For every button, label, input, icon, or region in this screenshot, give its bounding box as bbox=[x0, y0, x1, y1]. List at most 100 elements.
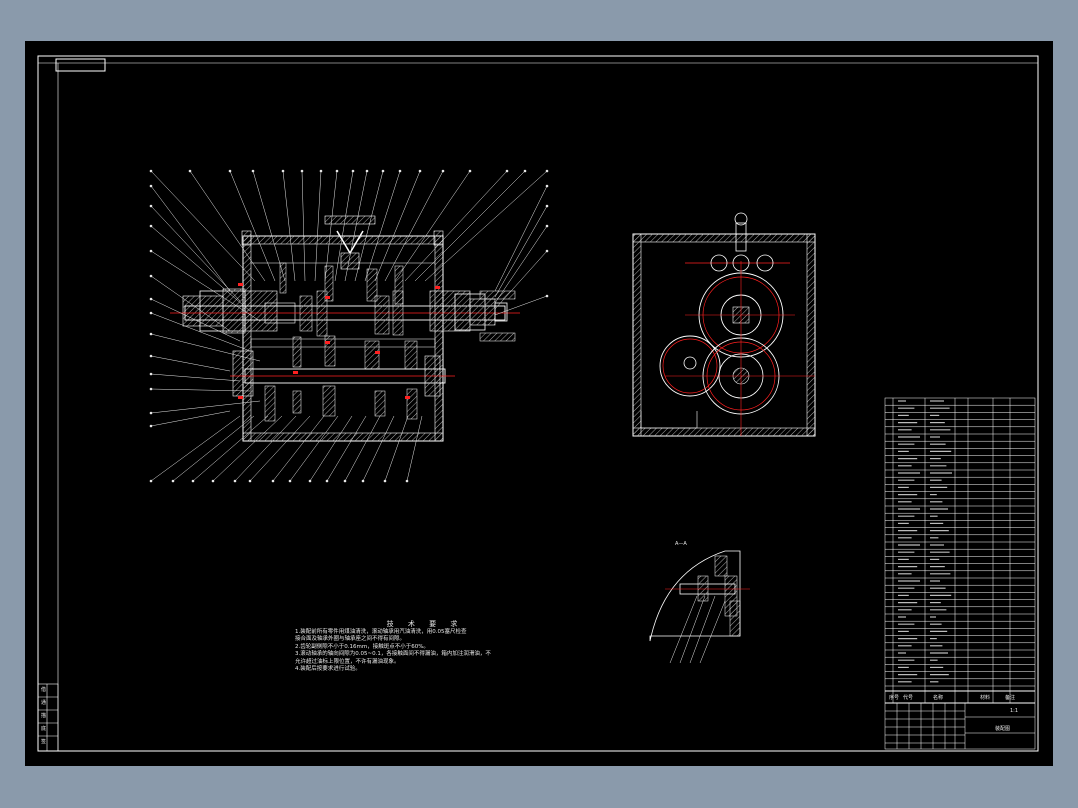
leader-dot bbox=[545, 204, 549, 208]
leader-line bbox=[374, 170, 421, 282]
leader-dot bbox=[545, 169, 549, 173]
strip-label: 通 bbox=[41, 700, 47, 706]
leader-dot bbox=[418, 169, 422, 173]
leader-line bbox=[150, 185, 231, 292]
leader-dot bbox=[251, 169, 255, 173]
leader-dot bbox=[149, 372, 153, 376]
leader-line bbox=[289, 415, 339, 482]
strip-label: 借 bbox=[41, 687, 47, 693]
leader-line bbox=[354, 170, 384, 282]
leader-line bbox=[212, 415, 283, 482]
leader-dot bbox=[149, 274, 153, 278]
leader-dot bbox=[233, 479, 237, 483]
leader-line bbox=[384, 170, 444, 282]
leader-dot bbox=[381, 169, 385, 173]
leader-dot bbox=[545, 294, 549, 298]
technical-requirements: 技 术 要 求 1.装配前所有零件用煤油清洗，滚动轴承用汽油清洗，用0.05塞尺… bbox=[295, 620, 535, 674]
leader-dot bbox=[288, 479, 292, 483]
leader-line bbox=[309, 415, 353, 482]
strip-label: 底 bbox=[41, 726, 47, 732]
leader-dot bbox=[441, 169, 445, 173]
requirement-line: 2.齿轮副侧隙不小于0.16mm，接触斑点不小于60%。 bbox=[295, 643, 429, 650]
leader-dot bbox=[149, 204, 153, 208]
header-name: 名称 bbox=[933, 695, 944, 701]
part-balloon-leaders bbox=[149, 169, 549, 483]
leader-line bbox=[150, 355, 231, 372]
leader-dot bbox=[405, 479, 409, 483]
leader-line bbox=[150, 250, 261, 322]
requirement-line: 允许超过油标上限位置，不许有漏油现象。 bbox=[295, 658, 400, 665]
leader-dot bbox=[325, 479, 329, 483]
leader-dot bbox=[149, 354, 153, 358]
drawing-sheet: 技 术 要 求 1.装配前所有零件用煤油清洗，滚动轴承用汽油清洗，用0.05塞尺… bbox=[25, 41, 1053, 766]
header-material: 材料 bbox=[980, 695, 991, 701]
leader-dot bbox=[149, 169, 153, 173]
leader-line bbox=[234, 415, 297, 482]
leader-dot bbox=[308, 479, 312, 483]
leader-line bbox=[150, 400, 261, 414]
leader-line bbox=[362, 415, 395, 482]
leader-line bbox=[334, 170, 354, 282]
leader-line bbox=[150, 388, 251, 392]
leader-line bbox=[150, 170, 256, 282]
leader-line bbox=[150, 373, 241, 382]
leader-line bbox=[384, 415, 409, 482]
table-outline bbox=[884, 397, 1036, 750]
requirement-line: 接合面及轴承外圈与轴承座之间不得有间隙。 bbox=[295, 636, 406, 642]
leader-line bbox=[324, 170, 338, 282]
leader-line bbox=[404, 170, 508, 282]
leader-dot bbox=[149, 249, 153, 253]
leader-dot bbox=[343, 479, 347, 483]
drawing-name: 装配图 bbox=[995, 726, 1011, 732]
section-a-a-view bbox=[649, 550, 750, 664]
leader-dot bbox=[545, 249, 549, 253]
strip-label: 签 bbox=[41, 739, 47, 745]
leader-dot bbox=[383, 479, 387, 483]
requirement-line: 3.滚动轴承的轴向间隙为0.05~0.1，各接触面间不得漏油，箱内加注润滑油，不 bbox=[295, 651, 491, 657]
leader-dot bbox=[300, 169, 304, 173]
leader-dot bbox=[228, 169, 232, 173]
leader-line bbox=[314, 170, 322, 282]
leader-line bbox=[344, 170, 368, 282]
technical-requirements-title: 技 术 要 求 bbox=[386, 620, 464, 628]
leader-line bbox=[189, 170, 266, 282]
leader-line bbox=[494, 225, 548, 304]
leader-line bbox=[406, 415, 423, 482]
leader-line bbox=[364, 170, 401, 282]
leader-line bbox=[150, 275, 231, 332]
leader-dot bbox=[545, 224, 549, 228]
leader-dot bbox=[149, 224, 153, 228]
main-section-view bbox=[170, 215, 520, 442]
leader-dot bbox=[505, 169, 509, 173]
leader-dot bbox=[149, 311, 153, 315]
leader-line bbox=[494, 185, 548, 292]
leader-line bbox=[494, 205, 548, 298]
leader-line bbox=[301, 170, 306, 282]
leader-dot bbox=[171, 479, 175, 483]
leader-line bbox=[229, 170, 276, 282]
leader-dot bbox=[361, 479, 365, 483]
leader-dot bbox=[149, 332, 153, 336]
leader-dot bbox=[335, 169, 339, 173]
parts-list-table bbox=[884, 397, 1036, 750]
leader-line bbox=[150, 205, 241, 302]
leader-line bbox=[249, 415, 311, 482]
leader-line bbox=[272, 415, 325, 482]
requirement-line: 1.装配前所有零件用煤油清洗，滚动轴承用汽油清洗，用0.05塞尺检查 bbox=[295, 628, 467, 635]
leader-line bbox=[150, 410, 231, 427]
leader-line bbox=[494, 295, 548, 316]
leader-line bbox=[192, 415, 269, 482]
left-title-strip bbox=[37, 683, 59, 752]
leader-line bbox=[494, 250, 548, 310]
section-label: A—A bbox=[675, 541, 687, 547]
leader-line bbox=[150, 415, 241, 482]
leader-line bbox=[326, 415, 367, 482]
side-gear-view bbox=[632, 212, 816, 437]
leader-line bbox=[424, 170, 548, 282]
leader-dot bbox=[149, 297, 153, 301]
requirement-line: 4.装配后按要求进行试验。 bbox=[295, 666, 361, 672]
leader-line bbox=[172, 415, 255, 482]
leader-dot bbox=[248, 479, 252, 483]
leader-dot bbox=[149, 424, 153, 428]
leader-line bbox=[150, 225, 251, 312]
